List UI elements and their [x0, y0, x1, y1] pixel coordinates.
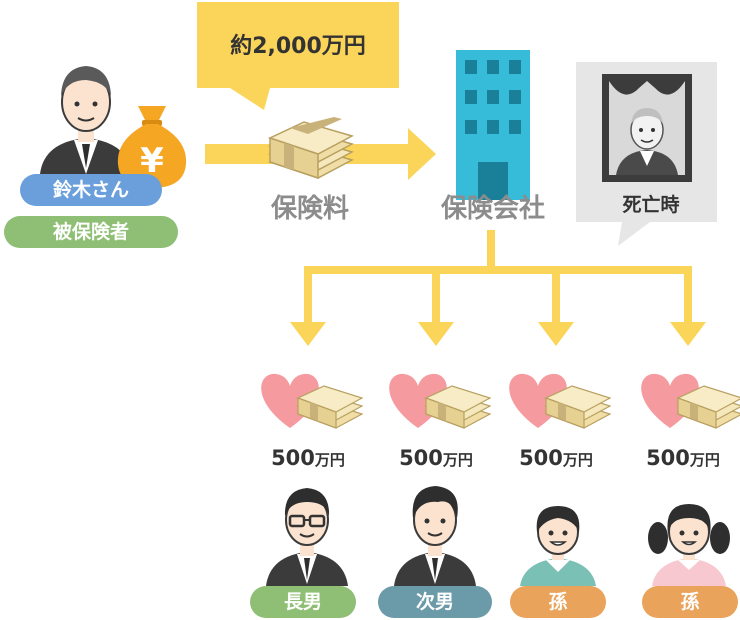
insured-name-badge: 鈴木さん: [20, 174, 162, 206]
heart-money-icon: [509, 373, 612, 429]
beneficiary-label-badge: 孫: [510, 586, 606, 618]
beneficiary-amount: 500万円: [501, 446, 611, 470]
grandson-icon: [520, 506, 596, 586]
amount-number: 500: [646, 446, 690, 470]
premium-label: 保険料: [270, 194, 349, 224]
money-bag-icon: ¥: [117, 106, 187, 188]
beneficiary-amount: 500万円: [381, 446, 491, 470]
amount-number: 500: [399, 446, 443, 470]
money-stack-icon: [267, 117, 354, 180]
beneficiary-label-badge: 長男: [250, 586, 356, 618]
insurer-label: 保険会社: [440, 194, 545, 224]
amount-number: 500: [271, 446, 315, 470]
heart-money-icon: [261, 373, 364, 429]
amount-unit: 万円: [562, 451, 593, 469]
amount-unit: 万円: [442, 451, 473, 469]
heart-money-icon: [389, 373, 492, 429]
beneficiary-label-badge: 次男: [378, 586, 492, 618]
second-son-icon: [394, 486, 476, 586]
amount-unit: 万円: [689, 451, 720, 469]
beneficiary-amount: 500万円: [628, 446, 738, 470]
insurance-building-icon: [456, 50, 530, 200]
premium-amount-text: 約2,000万円: [230, 34, 366, 59]
heart-money-icon: [641, 373, 740, 429]
amount-number: 500: [519, 446, 563, 470]
beneficiary-label-badge: 孫: [642, 586, 738, 618]
granddaughter-icon: [648, 504, 730, 586]
memorial-portrait-icon: [602, 74, 692, 182]
amount-unit: 万円: [314, 451, 345, 469]
death-time-label: 死亡時: [622, 194, 680, 216]
eldest-son-icon: [266, 488, 348, 586]
insured-person-icon: [40, 66, 132, 174]
insured-role-badge: 被保険者: [4, 216, 178, 248]
beneficiary-amount: 500万円: [253, 446, 363, 470]
